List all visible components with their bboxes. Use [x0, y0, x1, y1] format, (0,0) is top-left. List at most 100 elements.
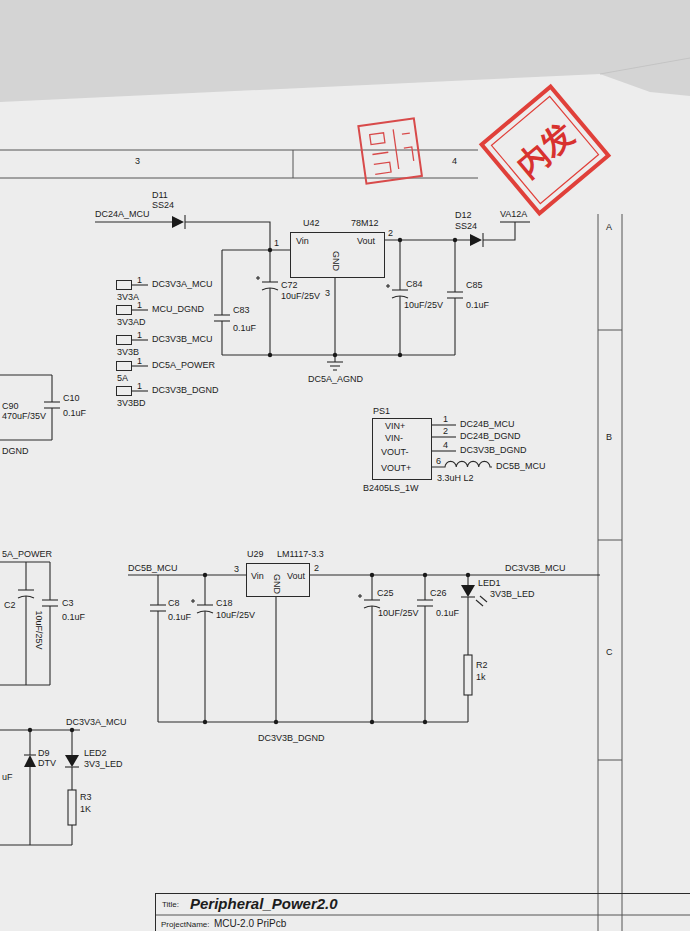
diode-and-junction-symbols — [28, 728, 32, 732]
wires — [327, 361, 343, 362]
approval-stamp — [358, 118, 422, 183]
schematic-label: C10 — [63, 393, 80, 403]
schematic-label: 10uF/25V — [404, 300, 443, 310]
node-text: MCU-2.0 PriPcb — [214, 918, 286, 930]
regulator-ic: U29LM1117-3.3VinGNDVout — [246, 563, 310, 597]
wires — [467, 597, 468, 655]
diode-and-junction-symbols — [24, 755, 36, 767]
wires — [71, 767, 72, 790]
node-text: Vout — [357, 236, 375, 246]
wires — [0, 684, 50, 685]
diode-and-junction-symbols — [370, 573, 374, 577]
node-text: VOUT- — [381, 447, 409, 457]
sheet-frame — [293, 150, 294, 178]
wires — [476, 600, 483, 606]
wires — [49, 606, 50, 685]
node-text: 3V3AD — [117, 317, 146, 327]
wires — [214, 314, 230, 315]
test-point: 13V3AD — [116, 305, 132, 315]
node-text: 5A — [117, 373, 128, 383]
sheet-frame — [0, 150, 478, 151]
node-text: LM1117-3.3 — [277, 549, 324, 559]
wires — [222, 354, 455, 355]
part-designator: U29 — [247, 549, 264, 559]
schematic-label: A — [606, 222, 612, 232]
diode-and-junction-symbols — [466, 573, 470, 577]
wires — [197, 604, 213, 605]
node-text: VOUT+ — [381, 463, 411, 473]
schematic-label: 10uF/25V — [216, 610, 255, 620]
approval-stamp — [482, 87, 609, 214]
schematic-label: 4 — [452, 156, 457, 166]
schematic-label: 0.1uF — [436, 608, 459, 618]
schematic-label: 1 — [443, 414, 448, 424]
schematic-label: DC3V3B_DGND — [152, 385, 219, 395]
wires — [310, 574, 600, 575]
wires — [392, 289, 408, 290]
wires — [25, 596, 26, 685]
wires — [25, 562, 26, 590]
schematic-label: C83 — [233, 305, 250, 315]
schematic-label: MCU_DGND — [152, 304, 204, 314]
schematic-label: 3 — [135, 156, 140, 166]
schematic-label: 4 — [443, 440, 448, 450]
schematic-label: 10uF/25V — [281, 291, 320, 301]
schematic-label: C84 — [406, 279, 423, 289]
node-text: ProjectName: — [161, 920, 209, 929]
wires — [424, 606, 425, 722]
wires — [71, 730, 72, 755]
schematic-label: DC3V3A_MCU — [66, 717, 127, 727]
schematic-label: 1 — [274, 238, 279, 248]
title-text: Peripheral_Power2.0 — [190, 895, 338, 912]
node-text: GND — [272, 574, 282, 594]
approval-stamp — [482, 87, 609, 214]
node-text: VIN- — [385, 433, 403, 443]
schematic-label: 1k — [476, 672, 486, 682]
wires — [447, 291, 463, 292]
schematic-label: B — [606, 432, 612, 442]
schematic-label: DC24B_DGND — [460, 431, 521, 441]
schematic-label: LED2 — [84, 748, 107, 758]
sheet-frame — [598, 214, 599, 931]
node-text: B2405LS_1W — [363, 483, 419, 493]
schematic-label: DC5A_AGND — [308, 374, 363, 384]
approval-stamp — [491, 96, 598, 203]
diode-and-junction-symbols — [453, 238, 457, 242]
schematic-label: 0.1uF — [62, 612, 85, 622]
schematic-label: uF — [2, 772, 13, 782]
wires — [0, 374, 52, 375]
schematic-label: 0.1uF — [233, 323, 256, 333]
schematic-label: 3V3_LED — [84, 759, 123, 769]
schematic-label: 3 — [325, 288, 330, 298]
paper — [0, 74, 690, 931]
diode-and-junction-symbols — [423, 573, 427, 577]
schematic-label: DC24B_MCU — [460, 419, 515, 429]
diode-and-junction-symbols — [398, 238, 402, 242]
approval-stamp — [358, 118, 422, 183]
schematic-label: 2 — [314, 563, 319, 573]
wires — [128, 574, 246, 575]
schematic-label: SS24 — [455, 221, 477, 231]
schematic-label: C18 — [216, 598, 233, 608]
schematic-label: 0.1uF — [168, 612, 191, 622]
schematic-label: 3 — [234, 564, 239, 574]
wires — [262, 281, 278, 282]
part-designator: 1 — [137, 275, 142, 285]
wires — [185, 222, 270, 250]
schematic-label: 0.1uF — [466, 300, 489, 310]
wires — [330, 365, 340, 366]
wires — [71, 825, 72, 845]
part-designator: 1 — [137, 330, 142, 340]
node-text: GND — [331, 251, 341, 271]
node-text: 3V3A — [117, 292, 139, 302]
wires — [371, 606, 372, 722]
dcdc-module: PS1VIN+VIN-VOUT-VOUT+B2405LS_1W — [372, 418, 432, 480]
test-point: 13V3A — [116, 280, 132, 290]
wires — [371, 575, 372, 600]
schematic-label: DC3V3B_MCU — [152, 334, 213, 344]
paper — [0, 58, 690, 931]
wires — [454, 298, 455, 355]
schematic-label: C2 — [4, 600, 16, 610]
